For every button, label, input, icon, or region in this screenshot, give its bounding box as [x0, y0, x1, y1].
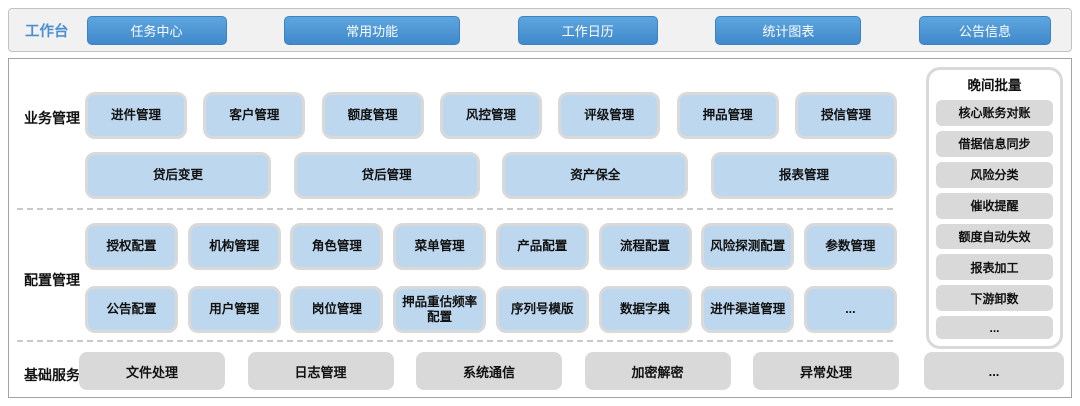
task-center-button[interactable]: 任务中心	[86, 15, 227, 45]
night-batch-panel: 晚间批量 核心账务对账 借据信息同步 风险分类 催收提醒 额度自动失效 报表加工…	[926, 67, 1063, 349]
statistics-charts-button[interactable]: 统计图表	[715, 15, 862, 45]
work-calendar-button[interactable]: 工作日历	[517, 15, 658, 45]
base-services-row: 文件处理 日志管理 系统通信 加密解密 异常处理	[79, 352, 899, 390]
night-batch-title: 晚间批量	[967, 78, 1022, 93]
night-batch-item[interactable]: 额度自动失效	[936, 223, 1053, 250]
business-row-2: 贷后变更 贷后管理 资产保全 报表管理	[85, 152, 897, 199]
module-tile[interactable]: 进件管理	[85, 92, 187, 139]
module-tile[interactable]: 数据字典	[598, 286, 692, 333]
module-tile[interactable]: 菜单管理	[393, 223, 487, 270]
module-tile[interactable]: 评级管理	[558, 92, 661, 139]
module-tile[interactable]: 序列号模版	[495, 286, 589, 333]
service-tile-more[interactable]: ...	[924, 352, 1064, 390]
module-tile[interactable]: 机构管理	[187, 223, 281, 270]
topbar-buttons: 任务中心 常用功能 工作日历 统计图表 公告信息	[86, 15, 1051, 45]
module-tile[interactable]: 客户管理	[203, 92, 306, 139]
night-batch-item[interactable]: 下游卸数	[936, 285, 1053, 312]
base-services-label: 基础服务	[24, 367, 80, 383]
module-tile[interactable]: 流程配置	[598, 223, 692, 270]
night-batch-item[interactable]: 借据信息同步	[936, 130, 1053, 157]
module-tile-more[interactable]: ...	[803, 286, 897, 333]
section-divider	[17, 208, 893, 210]
common-functions-button[interactable]: 常用功能	[284, 15, 461, 45]
section-divider	[17, 340, 893, 342]
module-tile[interactable]: 资产保全	[502, 152, 689, 199]
night-batch-item[interactable]: 催收提醒	[936, 192, 1053, 219]
module-tile[interactable]: 参数管理	[803, 223, 897, 270]
service-tile[interactable]: 系统通信	[416, 352, 562, 390]
module-tile[interactable]: 风控管理	[439, 92, 542, 139]
config-row-2: 公告配置 用户管理 岗位管理 押品重估频率配置 序列号模版 数据字典 进件渠道管…	[85, 286, 897, 333]
module-tile[interactable]: 风险探测配置	[701, 223, 795, 270]
business-management-label: 业务管理	[24, 110, 80, 126]
module-diagram: 业务管理 配置管理 基础服务 进件管理 客户管理 额度管理 风控管理 评级管理 …	[8, 58, 1072, 398]
night-batch-item[interactable]: 核心账务对账	[936, 100, 1053, 126]
announcement-info-button[interactable]: 公告信息	[919, 15, 1051, 45]
module-tile[interactable]: 报表管理	[710, 152, 897, 199]
business-row-1: 进件管理 客户管理 额度管理 风控管理 评级管理 押品管理 授信管理	[85, 92, 897, 139]
module-tile[interactable]: 角色管理	[290, 223, 384, 270]
workbench-label: 工作台	[25, 23, 69, 40]
module-tile[interactable]: 授信管理	[794, 92, 897, 139]
module-tile[interactable]: 授权配置	[85, 223, 178, 270]
module-tile[interactable]: 岗位管理	[290, 286, 384, 333]
night-batch-item[interactable]: 风险分类	[936, 161, 1053, 188]
module-tile[interactable]: 公告配置	[85, 286, 178, 333]
workbench-bar: 工作台 任务中心 常用功能 工作日历 统计图表 公告信息	[8, 8, 1072, 52]
module-tile[interactable]: 押品管理	[676, 92, 779, 139]
module-tile[interactable]: 贷后管理	[293, 152, 480, 199]
service-tile[interactable]: 日志管理	[247, 352, 394, 390]
service-tile[interactable]: 加密解密	[584, 352, 731, 390]
module-tile[interactable]: 进件渠道管理	[701, 286, 795, 333]
module-tile[interactable]: 押品重估频率配置	[393, 286, 487, 333]
night-batch-item[interactable]: 报表加工	[936, 254, 1053, 281]
night-batch-item-more[interactable]: ...	[936, 316, 1053, 339]
service-tile[interactable]: 异常处理	[753, 352, 899, 390]
module-tile[interactable]: 用户管理	[187, 286, 281, 333]
module-tile[interactable]: 产品配置	[495, 223, 589, 270]
config-row-1: 授权配置 机构管理 角色管理 菜单管理 产品配置 流程配置 风险探测配置 参数管…	[85, 223, 897, 270]
service-tile[interactable]: 文件处理	[79, 352, 225, 390]
module-tile[interactable]: 贷后变更	[85, 152, 271, 199]
config-management-label: 配置管理	[24, 272, 80, 288]
module-tile[interactable]: 额度管理	[321, 92, 424, 139]
